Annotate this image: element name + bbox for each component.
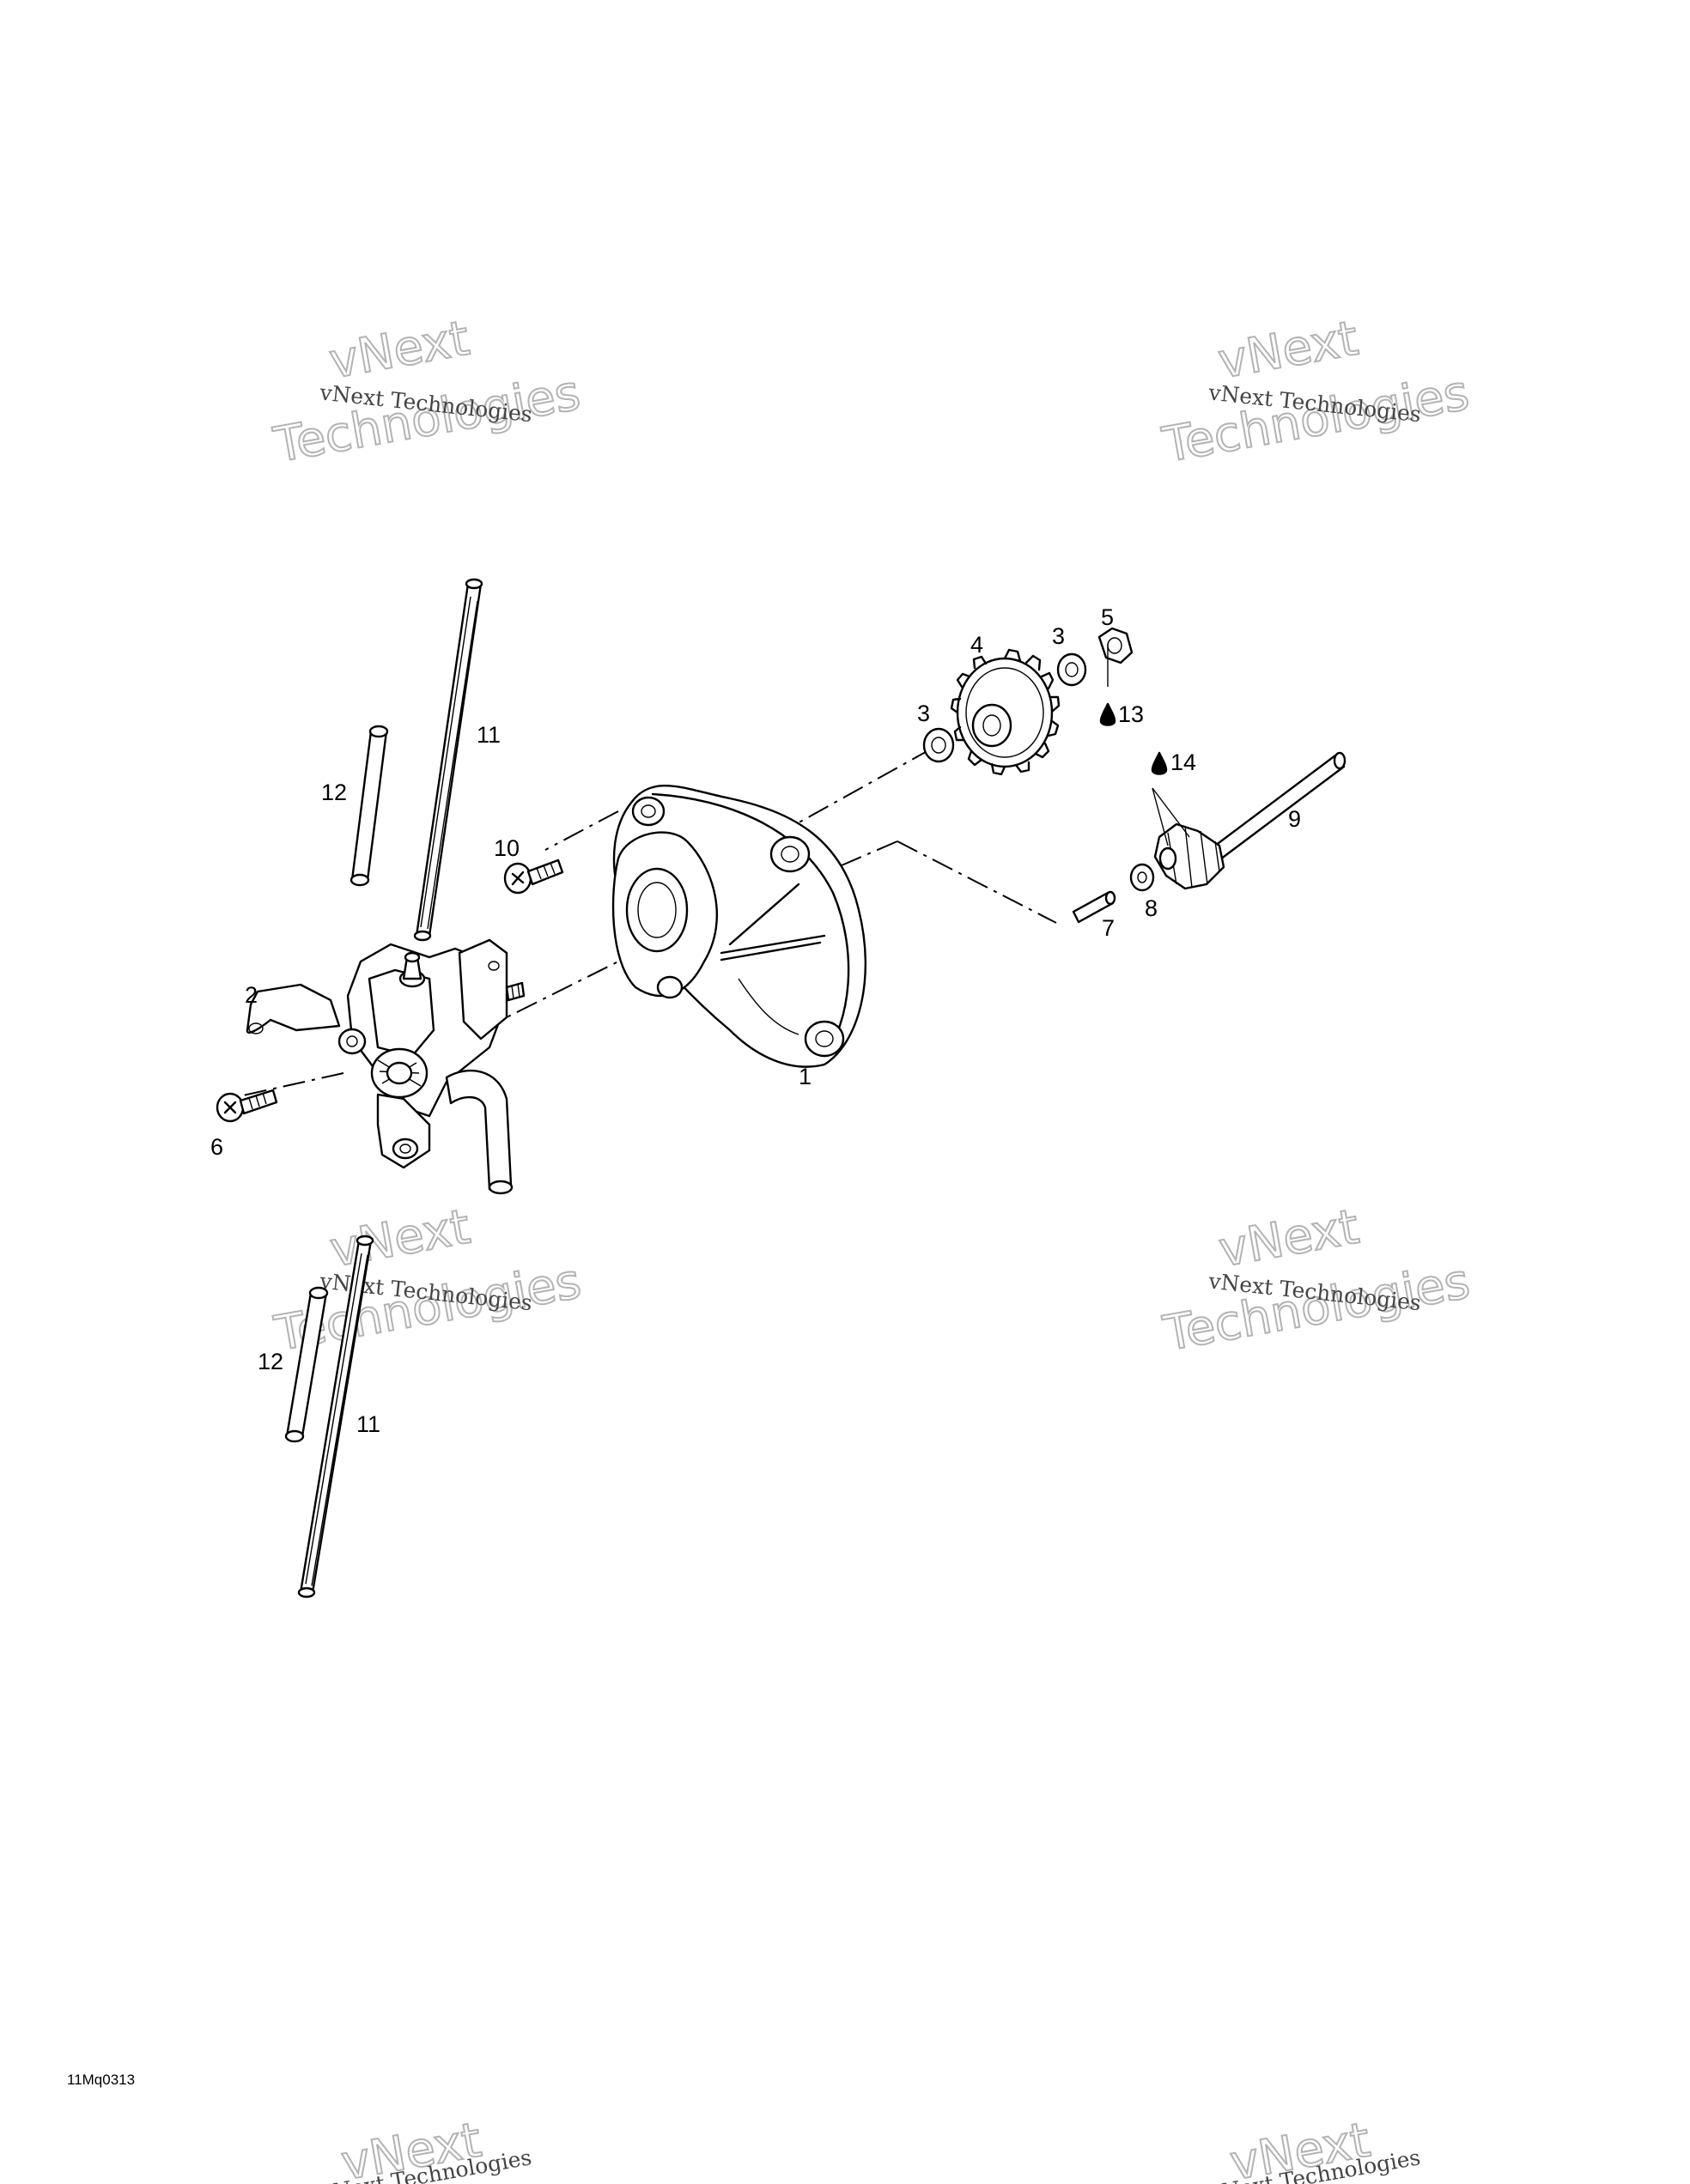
callout-3-right: 3 — [1052, 623, 1065, 649]
callout-11-top: 11 — [477, 722, 501, 748]
watermark-bottom-right: vNext vNext Technologies — [1207, 2111, 1423, 2184]
washer-8 — [1129, 863, 1155, 892]
watermark-mid-right: vNext Technologies — [1158, 1198, 1475, 1363]
callout-12-bottom: 12 — [258, 1349, 283, 1374]
oil-drop-13-icon — [1099, 702, 1116, 726]
callout-14: 14 — [1170, 749, 1196, 775]
leader-lines — [1107, 644, 1190, 846]
oil-drop-14-icon — [1151, 751, 1168, 775]
figure-id: 11Mq0313 — [67, 2072, 135, 2088]
svg-text:vNext: vNext — [325, 311, 473, 390]
pin-7 — [1072, 890, 1116, 924]
callout-8: 8 — [1145, 895, 1158, 921]
oil-pump-body — [246, 938, 526, 1195]
svg-text:Technologies: Technologies — [1159, 1253, 1474, 1362]
callout-7: 7 — [1102, 915, 1115, 941]
sleeve-12-bottom — [284, 1286, 329, 1443]
svg-text:Technologies: Technologies — [1158, 365, 1474, 474]
callout-11-bottom: 11 — [356, 1411, 380, 1437]
callout-6: 6 — [210, 1134, 223, 1160]
tube-11-bottom — [297, 1235, 374, 1599]
callout-4: 4 — [970, 632, 983, 658]
pump-housing-1 — [611, 784, 867, 1068]
watermark-bottom-left: vNext vNext Technologies — [319, 2111, 534, 2184]
svg-text:vNext: vNext — [326, 1199, 474, 1278]
callout-5: 5 — [1101, 604, 1114, 630]
sleeve-12-top — [350, 725, 389, 887]
watermark-top-left: vNext Technologies — [269, 310, 586, 475]
callout-10: 10 — [494, 835, 520, 861]
callout-13: 13 — [1118, 701, 1144, 727]
screw-6 — [216, 1089, 278, 1123]
callout-3-left: 3 — [917, 701, 930, 726]
watermark-top-right: vNext Technologies — [1158, 310, 1474, 475]
washer-3-left — [922, 727, 955, 763]
washer-3-right — [1056, 652, 1087, 687]
callout-12-top: 12 — [321, 780, 347, 805]
svg-text:vNext: vNext — [1214, 311, 1362, 390]
nut-5 — [1097, 627, 1134, 664]
svg-text:Technologies: Technologies — [270, 365, 585, 474]
svg-text:vNext: vNext — [1215, 1199, 1363, 1278]
screw-10 — [503, 858, 564, 895]
callout-1: 1 — [799, 1064, 812, 1089]
tube-11-top — [413, 578, 483, 942]
shaft-9 — [1153, 751, 1347, 890]
callout-9: 9 — [1288, 806, 1301, 832]
callout-2: 2 — [245, 982, 258, 1008]
gear-4 — [950, 648, 1061, 776]
